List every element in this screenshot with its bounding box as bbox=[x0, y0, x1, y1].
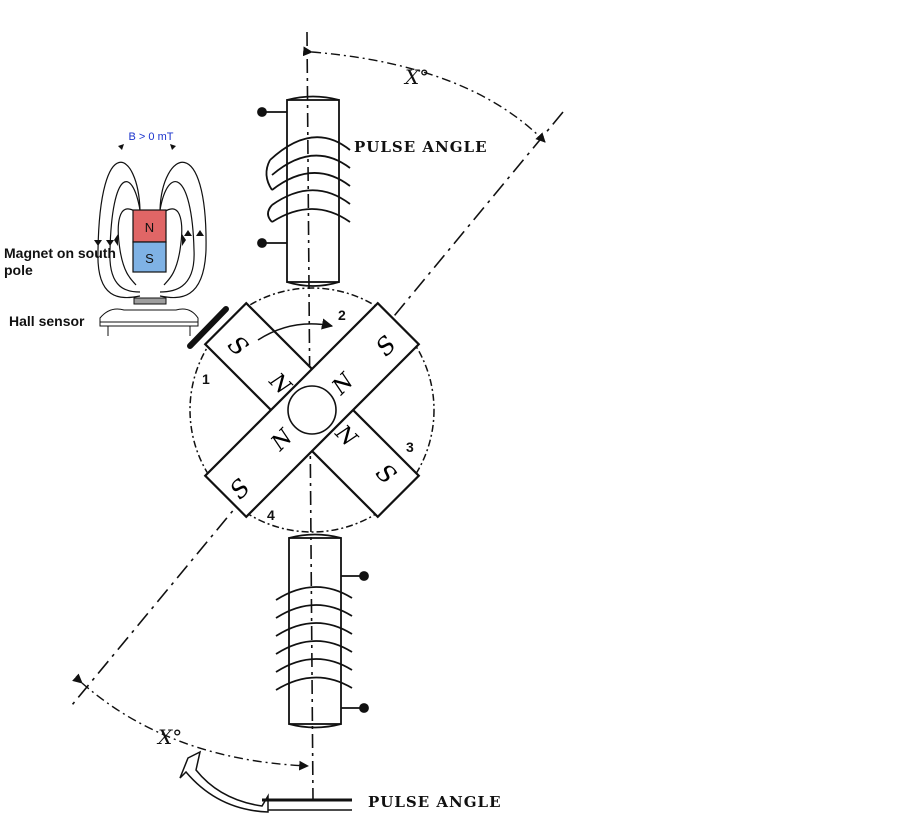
bottom-core bbox=[288, 537, 342, 725]
rotor: S S S S N N N N 1 2 3 4 bbox=[189, 287, 435, 533]
angle-bottom-label: X° bbox=[156, 725, 182, 749]
angle-arcs bbox=[72, 46, 546, 771]
bottom-stator-coil bbox=[275, 533, 369, 729]
top-core bbox=[286, 99, 340, 283]
field-lines bbox=[97, 161, 207, 299]
pulse-angle-top-label: PULSE ANGLE bbox=[354, 138, 488, 156]
pulse-angle-bottom-label: PULSE ANGLE bbox=[368, 793, 502, 811]
magnet-south-label: S bbox=[145, 251, 154, 266]
top-angle-arc bbox=[302, 46, 546, 143]
hall-sensor-label: Hall sensor bbox=[9, 313, 85, 329]
arm-number-3: 3 bbox=[406, 439, 414, 455]
bottom-angle-arc bbox=[72, 673, 309, 771]
arm-number-4: 4 bbox=[267, 507, 275, 523]
rotation-arrow bbox=[257, 318, 334, 341]
magnet-inset: N S B > 0 mT bbox=[94, 131, 207, 336]
rotor-hub bbox=[287, 385, 337, 435]
arm-number-2: 2 bbox=[338, 307, 346, 323]
arm-number-1: 1 bbox=[202, 371, 210, 387]
magnet-south-block bbox=[132, 241, 167, 273]
magnet-label-line1: Magnet on south bbox=[4, 245, 116, 261]
hall-sensor-mark bbox=[187, 306, 229, 349]
hall-sensor-chip bbox=[99, 297, 199, 336]
rotor-outline bbox=[189, 287, 435, 533]
field-strength-label: B > 0 mT bbox=[129, 131, 174, 143]
magnet-north-block bbox=[132, 209, 167, 243]
pulse-pointer-arrow bbox=[179, 750, 352, 813]
magnet-label-line2: pole bbox=[4, 262, 33, 278]
top-stator-coil bbox=[257, 95, 351, 287]
magnet-north-label: N bbox=[145, 220, 154, 235]
angle-top-label: X° bbox=[403, 65, 429, 89]
